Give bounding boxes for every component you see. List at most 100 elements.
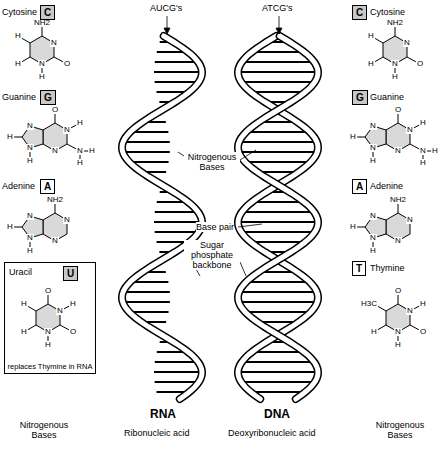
base-pair [239, 141, 317, 143]
atom-label: O [44, 287, 52, 295]
group-box: Uracil replaces Thymine in RNA U [4, 262, 96, 374]
base-letter: A [353, 180, 366, 193]
backbone-ribbon [122, 36, 202, 399]
rna-base [123, 291, 170, 293]
atom-label: H [419, 159, 427, 167]
text-label: Adenine [370, 181, 403, 191]
base-pair [241, 81, 315, 83]
atom-label: N [406, 216, 414, 224]
base-pair [242, 61, 314, 63]
atom-label: N [26, 234, 34, 242]
atom-label: O [51, 106, 59, 114]
atom-label: H [88, 147, 96, 155]
rna-base [154, 221, 202, 223]
atom-label: N [369, 234, 377, 242]
atom-label: H [419, 119, 427, 127]
atom-label: N [369, 144, 377, 152]
base-letter-box: A [40, 179, 55, 194]
base-pair [251, 241, 306, 243]
rna-base [154, 371, 202, 373]
rna-base [154, 71, 202, 73]
rna-base [155, 211, 198, 213]
base-letter-box: G [40, 90, 56, 105]
atom-label: N [63, 216, 71, 224]
text-label: Cytosine [370, 7, 405, 17]
atom-label: O [69, 328, 77, 336]
atom-label: H [349, 133, 357, 141]
atom-label: H [69, 300, 77, 308]
atom-label: H [6, 133, 14, 141]
rna-base [123, 151, 170, 153]
molecule-name: RNA [150, 408, 176, 421]
base-pair [238, 371, 318, 373]
base-pair [241, 381, 315, 383]
atom-label: H [391, 73, 399, 81]
atom-label: N [394, 328, 402, 336]
atom-label: H [370, 328, 378, 336]
backbone-outline [122, 36, 202, 399]
atom-label: N [403, 39, 411, 47]
base-letter: G [353, 91, 367, 104]
atom-label: H [367, 32, 375, 40]
atom-label: O [63, 60, 71, 68]
text-label: Nitrogenous Bases [362, 420, 438, 440]
base-letter-box: A [352, 179, 367, 194]
backbone-ribbon [238, 36, 318, 399]
rna-base [155, 361, 198, 363]
base-pair [239, 151, 318, 153]
atom-label: N [406, 126, 414, 134]
molecule-name: DNA [264, 408, 290, 421]
base-pair [252, 351, 304, 353]
base-pair [242, 211, 314, 213]
atom-label: H [369, 247, 377, 255]
atom-label: H3C [360, 300, 378, 308]
base-pair [246, 131, 310, 133]
base-pair [238, 221, 318, 223]
atom-label: H [431, 147, 439, 155]
text-label: Nitrogenous Bases [6, 420, 82, 440]
base-pair [245, 161, 311, 163]
text-label: Deoxyribonucleic acid [228, 428, 316, 438]
base-pair [252, 51, 304, 53]
atom-label: H [369, 157, 377, 165]
text-label: Thymine [370, 263, 405, 273]
base-letter-box: T [352, 261, 366, 276]
atom-label: N [44, 328, 52, 336]
base-pair [241, 231, 315, 233]
base-letter: A [41, 180, 54, 193]
text-label: Base pair [196, 222, 234, 232]
base-letter-box: G [352, 90, 368, 105]
atom-label: H [6, 223, 14, 231]
atom-label: N [51, 147, 59, 155]
atom-label: O [394, 106, 402, 114]
text-label: Ribonucleic acid [124, 428, 190, 438]
atom-label: NH2 [33, 19, 51, 27]
atom-label: N [56, 307, 64, 315]
atom-label: N [394, 237, 402, 245]
atom-label: N [391, 60, 399, 68]
atom-label: N [406, 307, 414, 315]
atom-label: O [416, 60, 424, 68]
atom-label: H [44, 341, 52, 349]
base-letter: U [64, 267, 77, 280]
text-label: Sugar phosphate backbone [184, 240, 240, 270]
atom-label: NH2 [389, 196, 407, 204]
base-pair [251, 91, 306, 93]
base-pair [239, 291, 317, 293]
base-pair [239, 301, 318, 303]
atom-label: N [26, 122, 34, 130]
base-letter: G [41, 91, 55, 104]
atom-label: H [38, 73, 46, 81]
box-heading: Uracil [9, 266, 32, 279]
atom-label: N [50, 39, 58, 47]
backbone-outline [238, 36, 318, 399]
atom-label: N [369, 122, 377, 130]
atom-label: H [419, 300, 427, 308]
base-letter: C [41, 6, 54, 19]
base-pair [251, 391, 306, 393]
atom-label: H [76, 159, 84, 167]
atom-label: N [63, 126, 71, 134]
box-note: replaces Thymine in RNA [6, 362, 94, 371]
text-label: AUCG's [150, 3, 182, 13]
